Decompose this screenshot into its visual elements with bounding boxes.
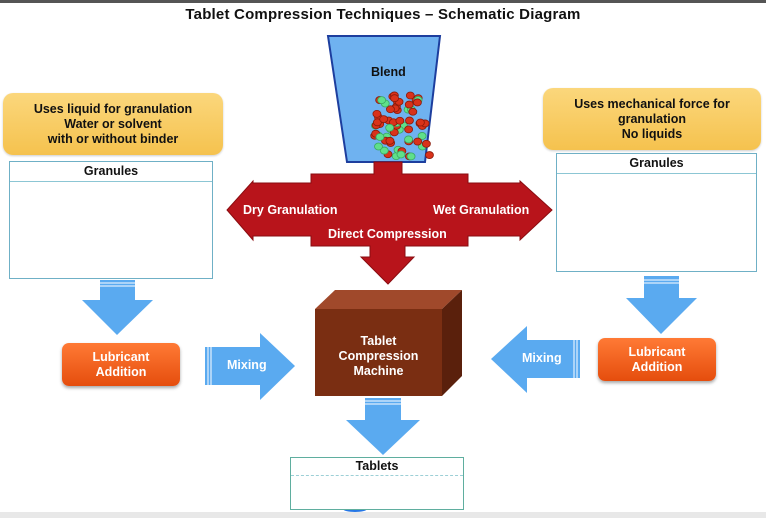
blend-particles	[370, 91, 434, 161]
lubricant-line: Addition	[95, 364, 147, 379]
note-line: No liquids	[621, 126, 683, 141]
note-line: Uses liquid for granulation	[33, 101, 193, 116]
red-particle	[405, 91, 415, 100]
note-line: Water or solvent	[64, 116, 162, 131]
mixing-arrow-right	[205, 333, 295, 400]
red-distribution-arrow	[226, 161, 553, 285]
green-particle	[385, 123, 395, 132]
top-border	[0, 0, 766, 3]
wet-granulation-note: Uses liquid for granulation Water or sol…	[3, 93, 223, 155]
green-particle	[396, 150, 406, 159]
green-particle	[379, 146, 389, 155]
red-particle	[379, 115, 389, 124]
red-particle	[408, 107, 418, 116]
red-particle	[404, 100, 414, 109]
granules-panel-right: Granules	[556, 153, 757, 272]
panel-header: Granules	[557, 154, 756, 174]
red-particle	[386, 105, 395, 114]
blend-label: Blend	[371, 65, 406, 79]
red-particle	[415, 118, 425, 127]
lubricant-addition-left: Lubricant Addition	[62, 343, 180, 386]
machine-line: Compression	[338, 349, 419, 363]
red-particle	[404, 125, 414, 134]
arrow-down-center	[346, 398, 420, 455]
green-particle	[406, 152, 416, 161]
red-particle	[425, 151, 434, 159]
red-particle	[421, 139, 431, 148]
mixing-label-left: Mixing	[227, 358, 267, 372]
machine-label: Tablet Compression Machine	[315, 334, 442, 379]
lubricant-line: Lubricant	[92, 349, 150, 364]
green-particle	[404, 135, 413, 144]
arrow-down-left	[82, 280, 153, 335]
diagram-title: Tablet Compression Techniques – Schemati…	[185, 6, 581, 23]
panel-header: Granules	[10, 162, 212, 182]
green-particle	[374, 142, 383, 151]
note-line: granulation	[617, 111, 687, 126]
note-line: with or without binder	[47, 131, 179, 146]
red-particle	[390, 94, 399, 103]
red-particle	[395, 116, 405, 125]
tablet-compression-machine-shape	[315, 290, 462, 396]
direct-compression-label: Direct Compression	[328, 227, 447, 241]
machine-line: Machine	[353, 364, 404, 378]
machine-line: Tablet	[360, 334, 397, 348]
panel-header: Tablets	[291, 458, 463, 476]
dry-granulation-note: Uses mechanical force for granulation No…	[543, 88, 761, 150]
lubricant-line: Addition	[631, 359, 683, 374]
green-particle	[375, 133, 385, 141]
red-particle	[372, 109, 382, 118]
lubricant-addition-right: Lubricant Addition	[598, 338, 716, 381]
wet-granulation-label: Wet Granulation	[433, 203, 530, 217]
red-particle	[405, 116, 414, 125]
mixing-arrow-left	[491, 326, 580, 393]
green-particle	[417, 132, 427, 140]
bottom-border	[0, 512, 766, 518]
granules-panel-left: Granules	[9, 161, 213, 279]
tablets-panel: Tablets	[290, 457, 464, 510]
green-particle	[377, 96, 387, 105]
note-line: Uses mechanical force for	[574, 96, 730, 111]
arrow-down-right	[626, 276, 697, 334]
lubricant-line: Lubricant	[628, 344, 686, 359]
red-particle	[413, 137, 423, 146]
red-particle	[385, 136, 395, 145]
red-particle	[412, 98, 422, 107]
mixing-label-right: Mixing	[522, 351, 562, 365]
dry-granulation-label: Dry Granulation	[243, 203, 338, 217]
